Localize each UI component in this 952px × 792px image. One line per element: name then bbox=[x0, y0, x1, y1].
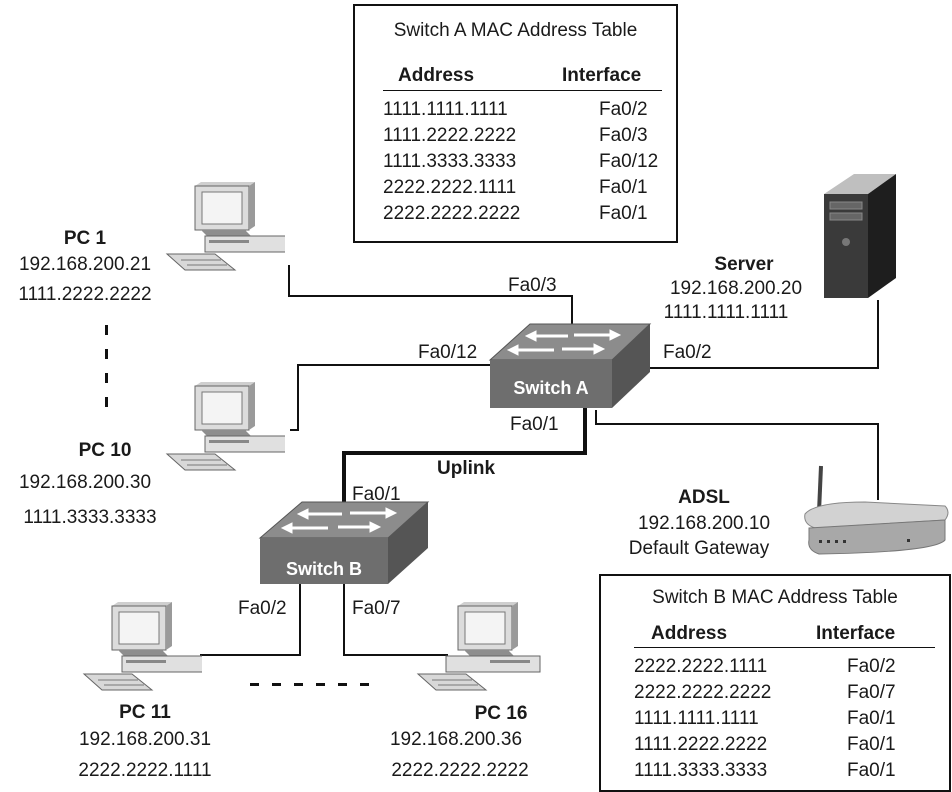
switch-a-row-1-address: 1111.1111.1111 bbox=[383, 99, 508, 120]
switch-a-row-5-interface: Fa0/1 bbox=[599, 203, 648, 224]
adsl-name: ADSL bbox=[678, 487, 730, 508]
switch-b-row-1-interface: Fa0/2 bbox=[847, 656, 896, 677]
link-pc16-switch-b bbox=[343, 584, 448, 656]
pc11-computer-icon bbox=[82, 602, 202, 691]
switch-a-port-fa01: Fa0/1 bbox=[510, 414, 559, 435]
switch-b-row-1-address: 2222.2222.1111 bbox=[634, 656, 768, 677]
pc10-mac: 1111.3333.3333 bbox=[23, 507, 157, 528]
switch-b-header-rule bbox=[634, 647, 935, 648]
link-pc10-switch-a bbox=[290, 364, 492, 431]
pc10-name: PC 10 bbox=[78, 440, 132, 461]
switch-a-row-2-address: 1111.2222.2222 bbox=[383, 125, 517, 146]
switch-b-row-3-interface: Fa0/1 bbox=[847, 708, 896, 729]
switch-a-arrows-icon bbox=[506, 329, 622, 356]
switch-a-row-1-interface: Fa0/2 bbox=[599, 99, 648, 120]
switch-a-label: Switch A bbox=[513, 378, 589, 398]
switch-a-port-fa012: Fa0/12 bbox=[418, 342, 478, 363]
switch-a-row-5-address: 2222.2222.2222 bbox=[383, 203, 521, 224]
pc1-name: PC 1 bbox=[63, 228, 107, 249]
switch-b-row-4-address: 1111.2222.2222 bbox=[634, 734, 768, 755]
pc10-computer-icon bbox=[165, 382, 285, 471]
pc-range-horizontal-ellipsis bbox=[250, 683, 369, 686]
switch-b-address-header: Address bbox=[651, 623, 728, 644]
uplink-label: Uplink bbox=[437, 458, 496, 479]
pc11-name: PC 11 bbox=[119, 702, 171, 723]
switch-b-row-3-address: 1111.1111.1111 bbox=[634, 708, 759, 729]
switch-b-port-fa02: Fa0/2 bbox=[238, 598, 287, 619]
switch-a-row-3-address: 1111.3333.3333 bbox=[383, 151, 517, 172]
switch-a-port-fa02: Fa0/2 bbox=[663, 342, 712, 363]
switch-b-row-5-interface: Fa0/1 bbox=[847, 760, 896, 781]
switch-a-interface-header: Interface bbox=[562, 65, 642, 86]
switch-b-row-2-interface: Fa0/7 bbox=[847, 682, 896, 703]
server-name: Server bbox=[714, 254, 774, 275]
switch-b-row-2-address: 2222.2222.2222 bbox=[634, 682, 772, 703]
switch-a-row-2-interface: Fa0/3 bbox=[599, 125, 648, 146]
switch-a bbox=[488, 323, 652, 408]
switch-b-row-5-address: 1111.3333.3333 bbox=[634, 760, 768, 781]
switch-a-table-title: Switch A MAC Address Table bbox=[393, 20, 638, 41]
pc16-mac: 2222.2222.2222 bbox=[391, 760, 529, 781]
adsl-ip: 192.168.200.10 bbox=[637, 513, 771, 534]
adsl-router-icon bbox=[804, 465, 949, 555]
switch-b bbox=[258, 501, 430, 584]
uplink-line bbox=[342, 408, 587, 510]
switch-a-address-header: Address bbox=[398, 65, 475, 86]
switch-b-front bbox=[260, 538, 388, 584]
link-pc11-switch-b bbox=[200, 584, 301, 656]
switch-b-port-fa07: Fa0/7 bbox=[352, 598, 401, 619]
switch-a-side bbox=[612, 324, 650, 408]
switch-b-row-4-interface: Fa0/1 bbox=[847, 734, 896, 755]
link-pc1-switch-a bbox=[288, 265, 573, 330]
switch-b-arrows-icon bbox=[280, 507, 398, 534]
pc-range-vertical-ellipsis bbox=[105, 325, 108, 407]
pc1-computer-icon bbox=[165, 182, 285, 271]
switch-a-row-3-interface: Fa0/12 bbox=[599, 151, 659, 172]
switch-b-table-title: Switch B MAC Address Table bbox=[652, 587, 898, 608]
server-mac: 1111.1111.1111 bbox=[663, 302, 789, 323]
pc10-ip: 192.168.200.30 bbox=[18, 472, 152, 493]
pc16-computer-icon bbox=[416, 602, 541, 691]
pc1-mac: 1111.2222.2222 bbox=[18, 284, 152, 305]
server-tower-icon bbox=[824, 174, 896, 298]
switch-b-label: Switch B bbox=[285, 559, 362, 579]
switch-a-front bbox=[490, 360, 612, 408]
switch-b-mac-table: Switch B MAC Address Table Address Inter… bbox=[599, 574, 951, 792]
switch-a-mac-table: Switch A MAC Address Table Address Inter… bbox=[353, 4, 678, 243]
link-adsl-switch-a bbox=[595, 410, 879, 500]
switch-a-row-4-interface: Fa0/1 bbox=[599, 177, 648, 198]
adsl-role: Default Gateway bbox=[628, 538, 770, 559]
server-ip: 192.168.200.20 bbox=[669, 278, 803, 299]
switch-a-header-rule bbox=[383, 90, 662, 91]
link-server-switch-a bbox=[648, 300, 879, 369]
pc11-ip: 192.168.200.31 bbox=[78, 729, 212, 750]
switch-b-interface-header: Interface bbox=[816, 623, 896, 644]
switch-a-row-4-address: 2222.2222.1111 bbox=[383, 177, 517, 198]
switch-a-port-fa03: Fa0/3 bbox=[508, 275, 557, 296]
pc16-ip: 192.168.200.36 bbox=[389, 729, 523, 750]
switch-b-port-fa01: Fa0/1 bbox=[352, 484, 401, 505]
pc11-mac: 2222.2222.1111 bbox=[78, 760, 212, 781]
switch-b-side bbox=[388, 502, 428, 584]
pc1-ip: 192.168.200.21 bbox=[18, 254, 152, 275]
pc16-name: PC 16 bbox=[474, 703, 528, 724]
